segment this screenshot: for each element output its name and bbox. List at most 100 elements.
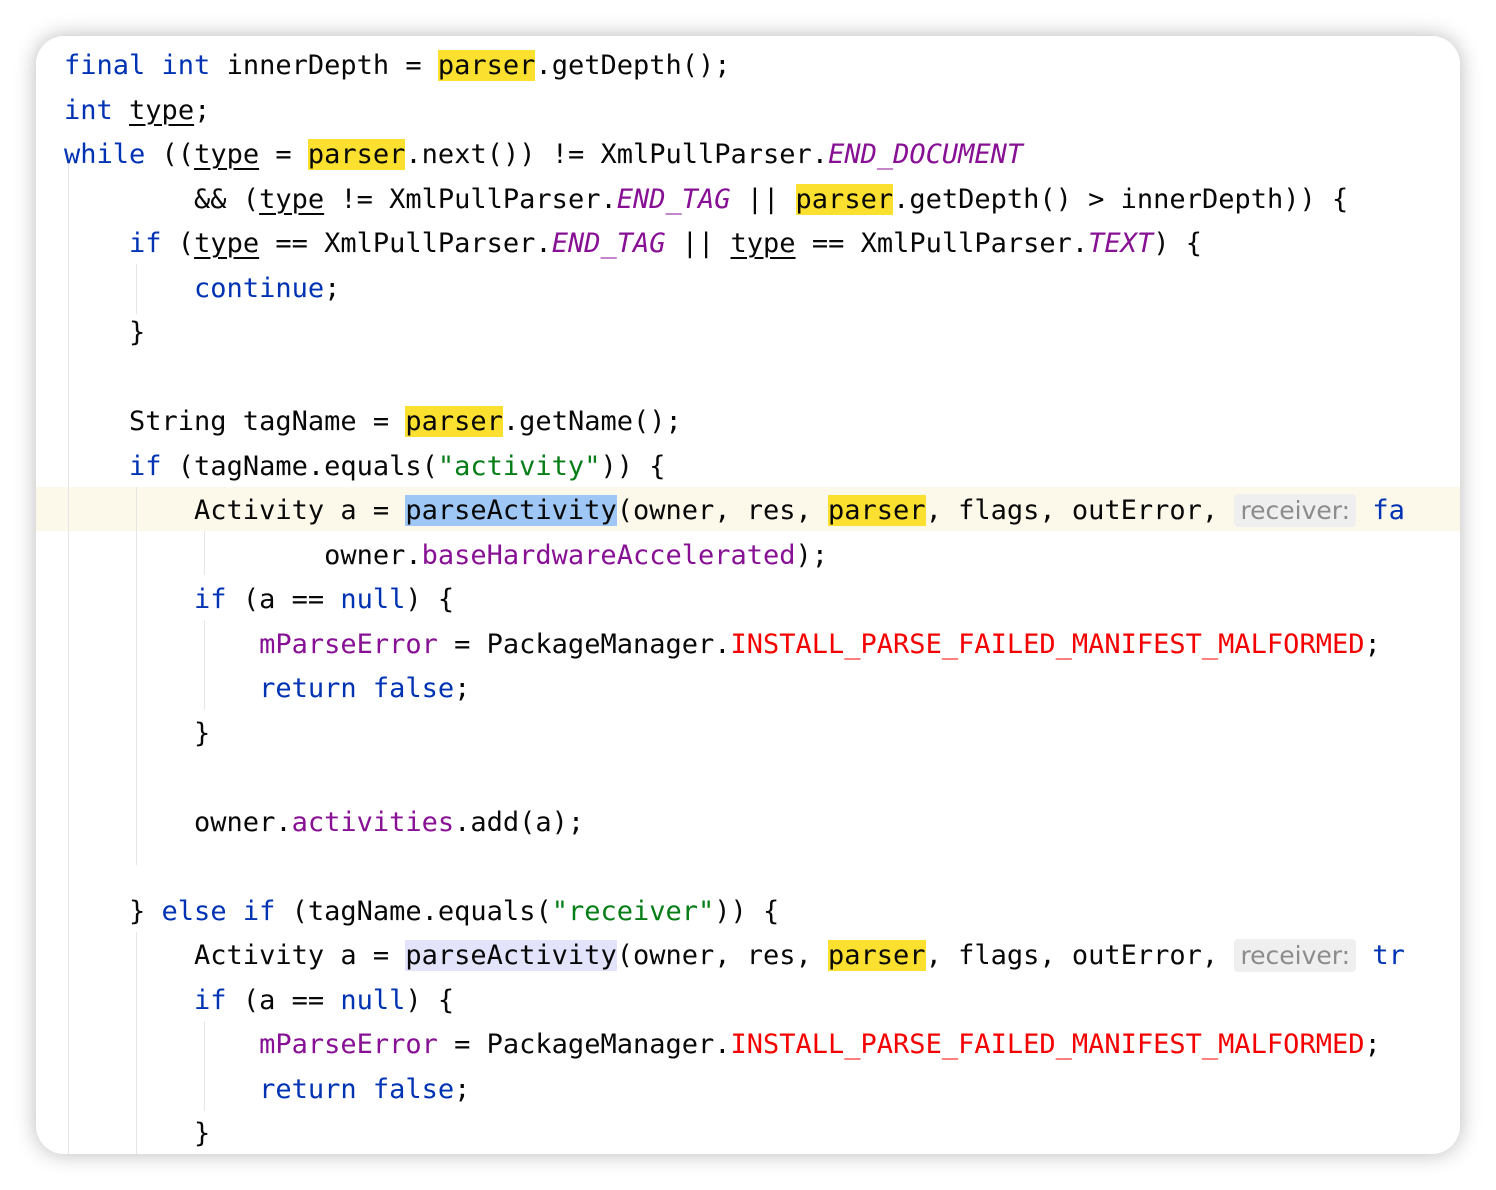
- code-token: [113, 95, 129, 126]
- code-line[interactable]: String tagName = parser.getName();: [64, 400, 1405, 445]
- code-token: [227, 896, 243, 927]
- code-token: if: [129, 228, 162, 259]
- code-token: int: [64, 94, 113, 126]
- code-token: owner.: [64, 539, 422, 571]
- code-line[interactable]: [64, 756, 1405, 801]
- code-token: ) {: [405, 984, 455, 1016]
- code-token: type: [194, 228, 260, 259]
- code-token: (owner, res,: [616, 495, 829, 526]
- code-token: [64, 584, 194, 615]
- code-token: (: [161, 228, 195, 259]
- code-line[interactable]: Activity a = parseActivity(owner, res, p…: [64, 489, 1405, 534]
- code-token: [357, 673, 373, 704]
- code-token: [64, 673, 259, 704]
- code-token: [1356, 495, 1372, 526]
- code-token: "activity": [437, 450, 601, 482]
- code-token: ;: [454, 1073, 471, 1105]
- code-line[interactable]: }: [64, 311, 1405, 356]
- indent-guide: [204, 620, 205, 710]
- code-line[interactable]: if (tagName.equals("activity")) {: [64, 445, 1405, 490]
- code-line[interactable]: mParseError = PackageManager.INSTALL_PAR…: [64, 1023, 1405, 1068]
- code-token: .getDepth();: [535, 50, 731, 81]
- code-token: (tagName.equals(: [275, 895, 552, 927]
- code-token: == XmlPullParser.: [259, 228, 552, 259]
- code-token: == XmlPullParser.: [795, 228, 1089, 259]
- code-token: [145, 50, 161, 81]
- code-line[interactable]: int type;: [64, 89, 1405, 134]
- code-token: tr: [1372, 940, 1405, 971]
- code-token: [64, 1074, 259, 1105]
- code-token: false: [372, 673, 455, 704]
- code-token: ;: [1364, 628, 1381, 660]
- code-line[interactable]: continue;: [64, 267, 1405, 312]
- code-line[interactable]: mParseError = PackageManager.INSTALL_PAR…: [64, 623, 1405, 668]
- code-token: parser: [437, 50, 536, 81]
- code-token: baseHardwareAccelerated: [421, 539, 796, 571]
- code-token: ;: [454, 673, 471, 704]
- code-token: else: [161, 895, 227, 927]
- code-line[interactable]: if (a == null) {: [64, 578, 1405, 623]
- code-token: , flags, outError,: [925, 940, 1235, 971]
- code-token: }: [64, 717, 211, 749]
- indent-guide: [136, 487, 137, 865]
- code-token: mParseError: [259, 1029, 438, 1060]
- code-editor[interactable]: final int innerDepth = parser.getDepth()…: [36, 36, 1460, 1154]
- current-line-highlight: [36, 487, 1460, 531]
- code-line[interactable]: }: [64, 1112, 1405, 1154]
- code-line[interactable]: final int innerDepth = parser.getDepth()…: [64, 44, 1405, 89]
- parameter-hint: receiver:: [1234, 939, 1357, 972]
- code-token: ) {: [1153, 228, 1202, 259]
- code-token: "receiver": [551, 895, 715, 927]
- code-token: type: [259, 183, 325, 215]
- code-token: [1356, 940, 1372, 971]
- code-line[interactable]: if (a == null) {: [64, 979, 1405, 1024]
- code-line[interactable]: [64, 356, 1405, 401]
- code-line[interactable]: owner.baseHardwareAccelerated);: [64, 534, 1405, 579]
- code-token: != XmlPullParser.: [324, 183, 617, 215]
- code-token: .getName();: [502, 406, 682, 437]
- code-line[interactable]: return false;: [64, 667, 1405, 712]
- code-token: (tagName.equals(: [161, 450, 438, 482]
- code-line[interactable]: } else if (tagName.equals("receiver")) {: [64, 890, 1405, 935]
- code-line[interactable]: owner.activities.add(a);: [64, 801, 1405, 846]
- indent-guide: [204, 1021, 205, 1111]
- code-token: null: [340, 984, 406, 1016]
- code-token: type: [730, 228, 796, 259]
- code-token: mParseError: [259, 628, 438, 660]
- code-token: fa: [1372, 495, 1405, 526]
- code-line[interactable]: while ((type = parser.next()) != XmlPull…: [64, 133, 1405, 178]
- code-token: );: [795, 539, 829, 571]
- code-line[interactable]: Activity a = parseActivity(owner, res, p…: [64, 934, 1405, 979]
- code-token: =: [259, 139, 308, 170]
- code-token: owner.: [64, 806, 292, 838]
- code-line[interactable]: if (type == XmlPullParser.END_TAG || typ…: [64, 222, 1405, 267]
- code-token: TEXT: [1088, 228, 1154, 259]
- indent-guide: [136, 264, 137, 314]
- code-token: .next()) != XmlPullParser.: [405, 139, 829, 170]
- code-token: )) {: [600, 450, 666, 482]
- parameter-hint: receiver:: [1234, 494, 1357, 527]
- code-area[interactable]: final int innerDepth = parser.getDepth()…: [64, 44, 1405, 1154]
- code-line[interactable]: }: [64, 712, 1405, 757]
- code-token: .add(a);: [454, 806, 585, 838]
- code-line[interactable]: && (type != XmlPullParser.END_TAG || par…: [64, 178, 1405, 223]
- code-token: parser: [405, 406, 503, 437]
- code-token: return: [259, 1073, 357, 1105]
- code-line[interactable]: [64, 845, 1405, 890]
- code-token: parser: [307, 139, 406, 170]
- code-token: ;: [324, 272, 341, 304]
- code-token: INSTALL_PARSE_FAILED_MANIFEST_MALFORMED: [730, 1029, 1365, 1060]
- code-token: END_DOCUMENT: [828, 139, 1024, 170]
- code-token: continue: [194, 272, 325, 304]
- code-token: activities: [291, 806, 455, 838]
- code-token: while: [64, 139, 146, 170]
- code-token: (a ==: [226, 984, 341, 1016]
- code-token: ;: [1364, 1029, 1381, 1060]
- code-line[interactable]: return false;: [64, 1068, 1405, 1113]
- code-token: = PackageManager.: [437, 1029, 731, 1060]
- code-token: [64, 629, 259, 660]
- code-token: }: [64, 317, 146, 348]
- code-token: END_TAG: [616, 183, 731, 215]
- code-token: , flags, outError,: [925, 495, 1235, 526]
- code-token: )) {: [714, 895, 780, 927]
